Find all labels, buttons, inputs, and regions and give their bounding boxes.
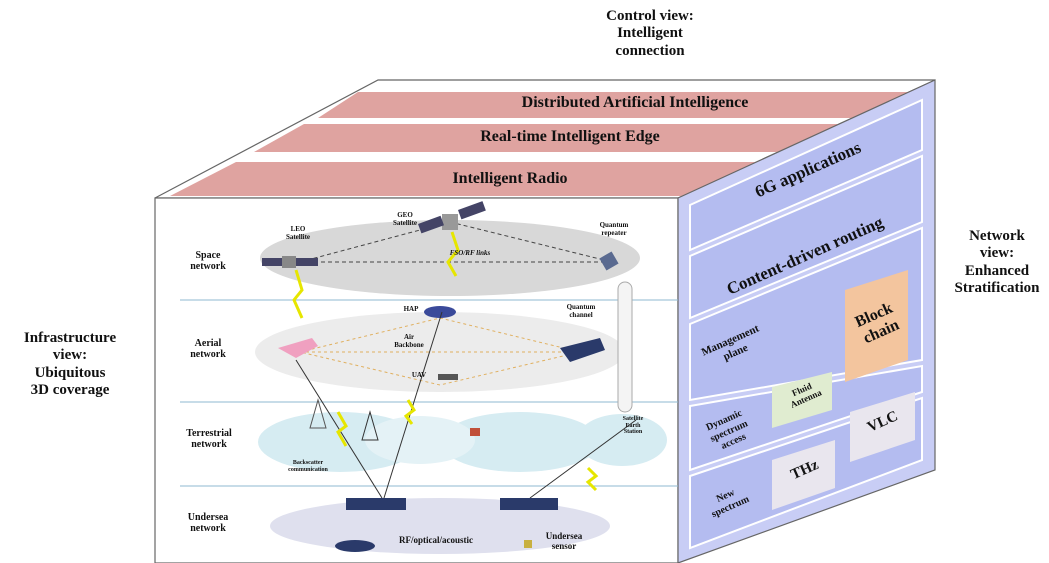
uav-label: UAV [411,371,427,379]
uav-icon [438,374,458,380]
es-line2: Earth [625,422,641,429]
aircraft-icon [560,338,605,362]
tower-icon [309,398,327,429]
qr-line1: Quantum [599,221,629,229]
panel-dsa [689,364,923,472]
undersea-line2: network [190,523,226,534]
ship-icon-right [500,498,558,510]
tower-icon-2 [361,410,379,441]
aerial-line1: Aerial [194,338,222,349]
link-air-sea [295,359,383,499]
control-view-label: Control view: Intelligent connection [570,8,730,60]
terrestrial-ellipse-mid [365,416,475,464]
link-terrestrial [336,411,348,447]
leo-line1: LEO [290,225,306,233]
quantum-repeater-label: Quantum repeater [588,221,640,237]
network-view-line4: Stratification [954,279,1040,296]
qc-line1: Quantum [566,303,596,311]
leo-line2: Satellite [285,232,311,241]
vlc-box [850,392,915,462]
band-realtime-edge [254,124,880,152]
backscatter-label: Backscatter communication [272,460,344,473]
aerial-line2: network [190,349,226,360]
network-view-line3: Enhanced [964,262,1030,279]
bs-line2: communication [288,466,328,473]
fso-label: FSO/RF links [449,249,491,257]
link-geo [446,231,460,277]
terrestrial-ellipse-station [577,414,667,466]
panel-routing [689,154,923,320]
es-line1: Satellite [622,416,644,422]
aerial-network-label: Aerial network [178,338,238,360]
space-line2: network [190,261,226,272]
qr-line2: repeater [601,228,627,237]
undersea-line1: Undersea [187,512,229,523]
submarine-icon [335,540,375,552]
control-view-line3: connection [615,42,685,59]
leo-label: LEO Satellite [276,225,320,241]
infra-view-line2: view: [52,347,88,364]
network-view-line1: Network [969,228,1025,244]
link-uav [403,399,416,425]
link-station-sea [529,419,637,499]
network-view-label: Network view: Enhanced Stratification [945,228,1049,297]
hap-icon [424,306,456,318]
rf-optical-label: RF/optical/acoustic [399,535,473,545]
terrestrial-ellipse-right [440,412,600,472]
terrestrial-line1: Terrestrial [186,428,232,439]
fluid-antenna-box [772,372,832,428]
link-hap-sea [383,311,443,499]
band-distributed-ai [318,92,910,118]
us-line1: Undersea [545,531,583,541]
quantum-channel-label: Quantum channel [556,303,606,319]
air-backbone-label: Air Backbone [384,333,434,349]
geo-label: GEO Satellite [380,211,430,227]
quantum-channel-tube [617,281,633,413]
station-icon [470,428,480,436]
infra-view-line1: Infrastructure [23,330,117,346]
earth-station-label: Satellite Earth Station [610,416,656,436]
geo-line2: Satellite [392,218,418,227]
band-edge-label: Real-time Intelligent Edge [480,128,660,145]
quantum-repeater-icon [599,251,619,271]
qc-line2: channel [569,310,593,319]
ab-line1: Air [403,333,415,341]
band-intelligent-radio [170,162,838,196]
us-line2: sensor [551,540,577,551]
bs-line1: Backscatter [292,460,324,466]
infrastructure-view-label: Infrastructure view: Ubiquitous 3D cover… [0,330,140,399]
airplane-icon [278,338,318,358]
blockchain-box [845,270,908,382]
band-radio-label: Intelligent Radio [452,170,568,187]
infra-view-line3: Ubiquitous [34,364,106,381]
undersea-sensor-label: Undersea sensor [536,531,592,552]
control-view-line2: Intelligent [617,25,683,42]
panel-6g-apps [689,98,923,252]
undersea-network-label: Undersea network [178,512,238,534]
ab-line2: Backbone [394,340,424,349]
leo-satellite-icon [262,256,318,268]
space-network-label: Space network [178,250,238,272]
hap-label: HAP [403,305,419,313]
link-sea-station [585,466,599,492]
network-view-line2: view: [979,245,1015,262]
geo-satellite-icon [418,201,486,234]
terrestrial-network-label: Terrestrial network [174,428,244,450]
ship-icon-left [346,498,406,510]
geo-line1: GEO [397,211,413,219]
space-line1: Space [195,250,221,261]
band-distributed-ai-label: Distributed Artificial Intelligence [521,94,749,111]
link-leo-air [292,269,304,319]
es-line3: Station [623,429,643,436]
terrestrial-line2: network [191,439,227,450]
thz-box [772,440,835,510]
control-view-line1: Control view: [606,8,694,24]
undersea-sensor-icon [524,540,532,548]
infra-view-line4: 3D coverage [30,381,110,398]
